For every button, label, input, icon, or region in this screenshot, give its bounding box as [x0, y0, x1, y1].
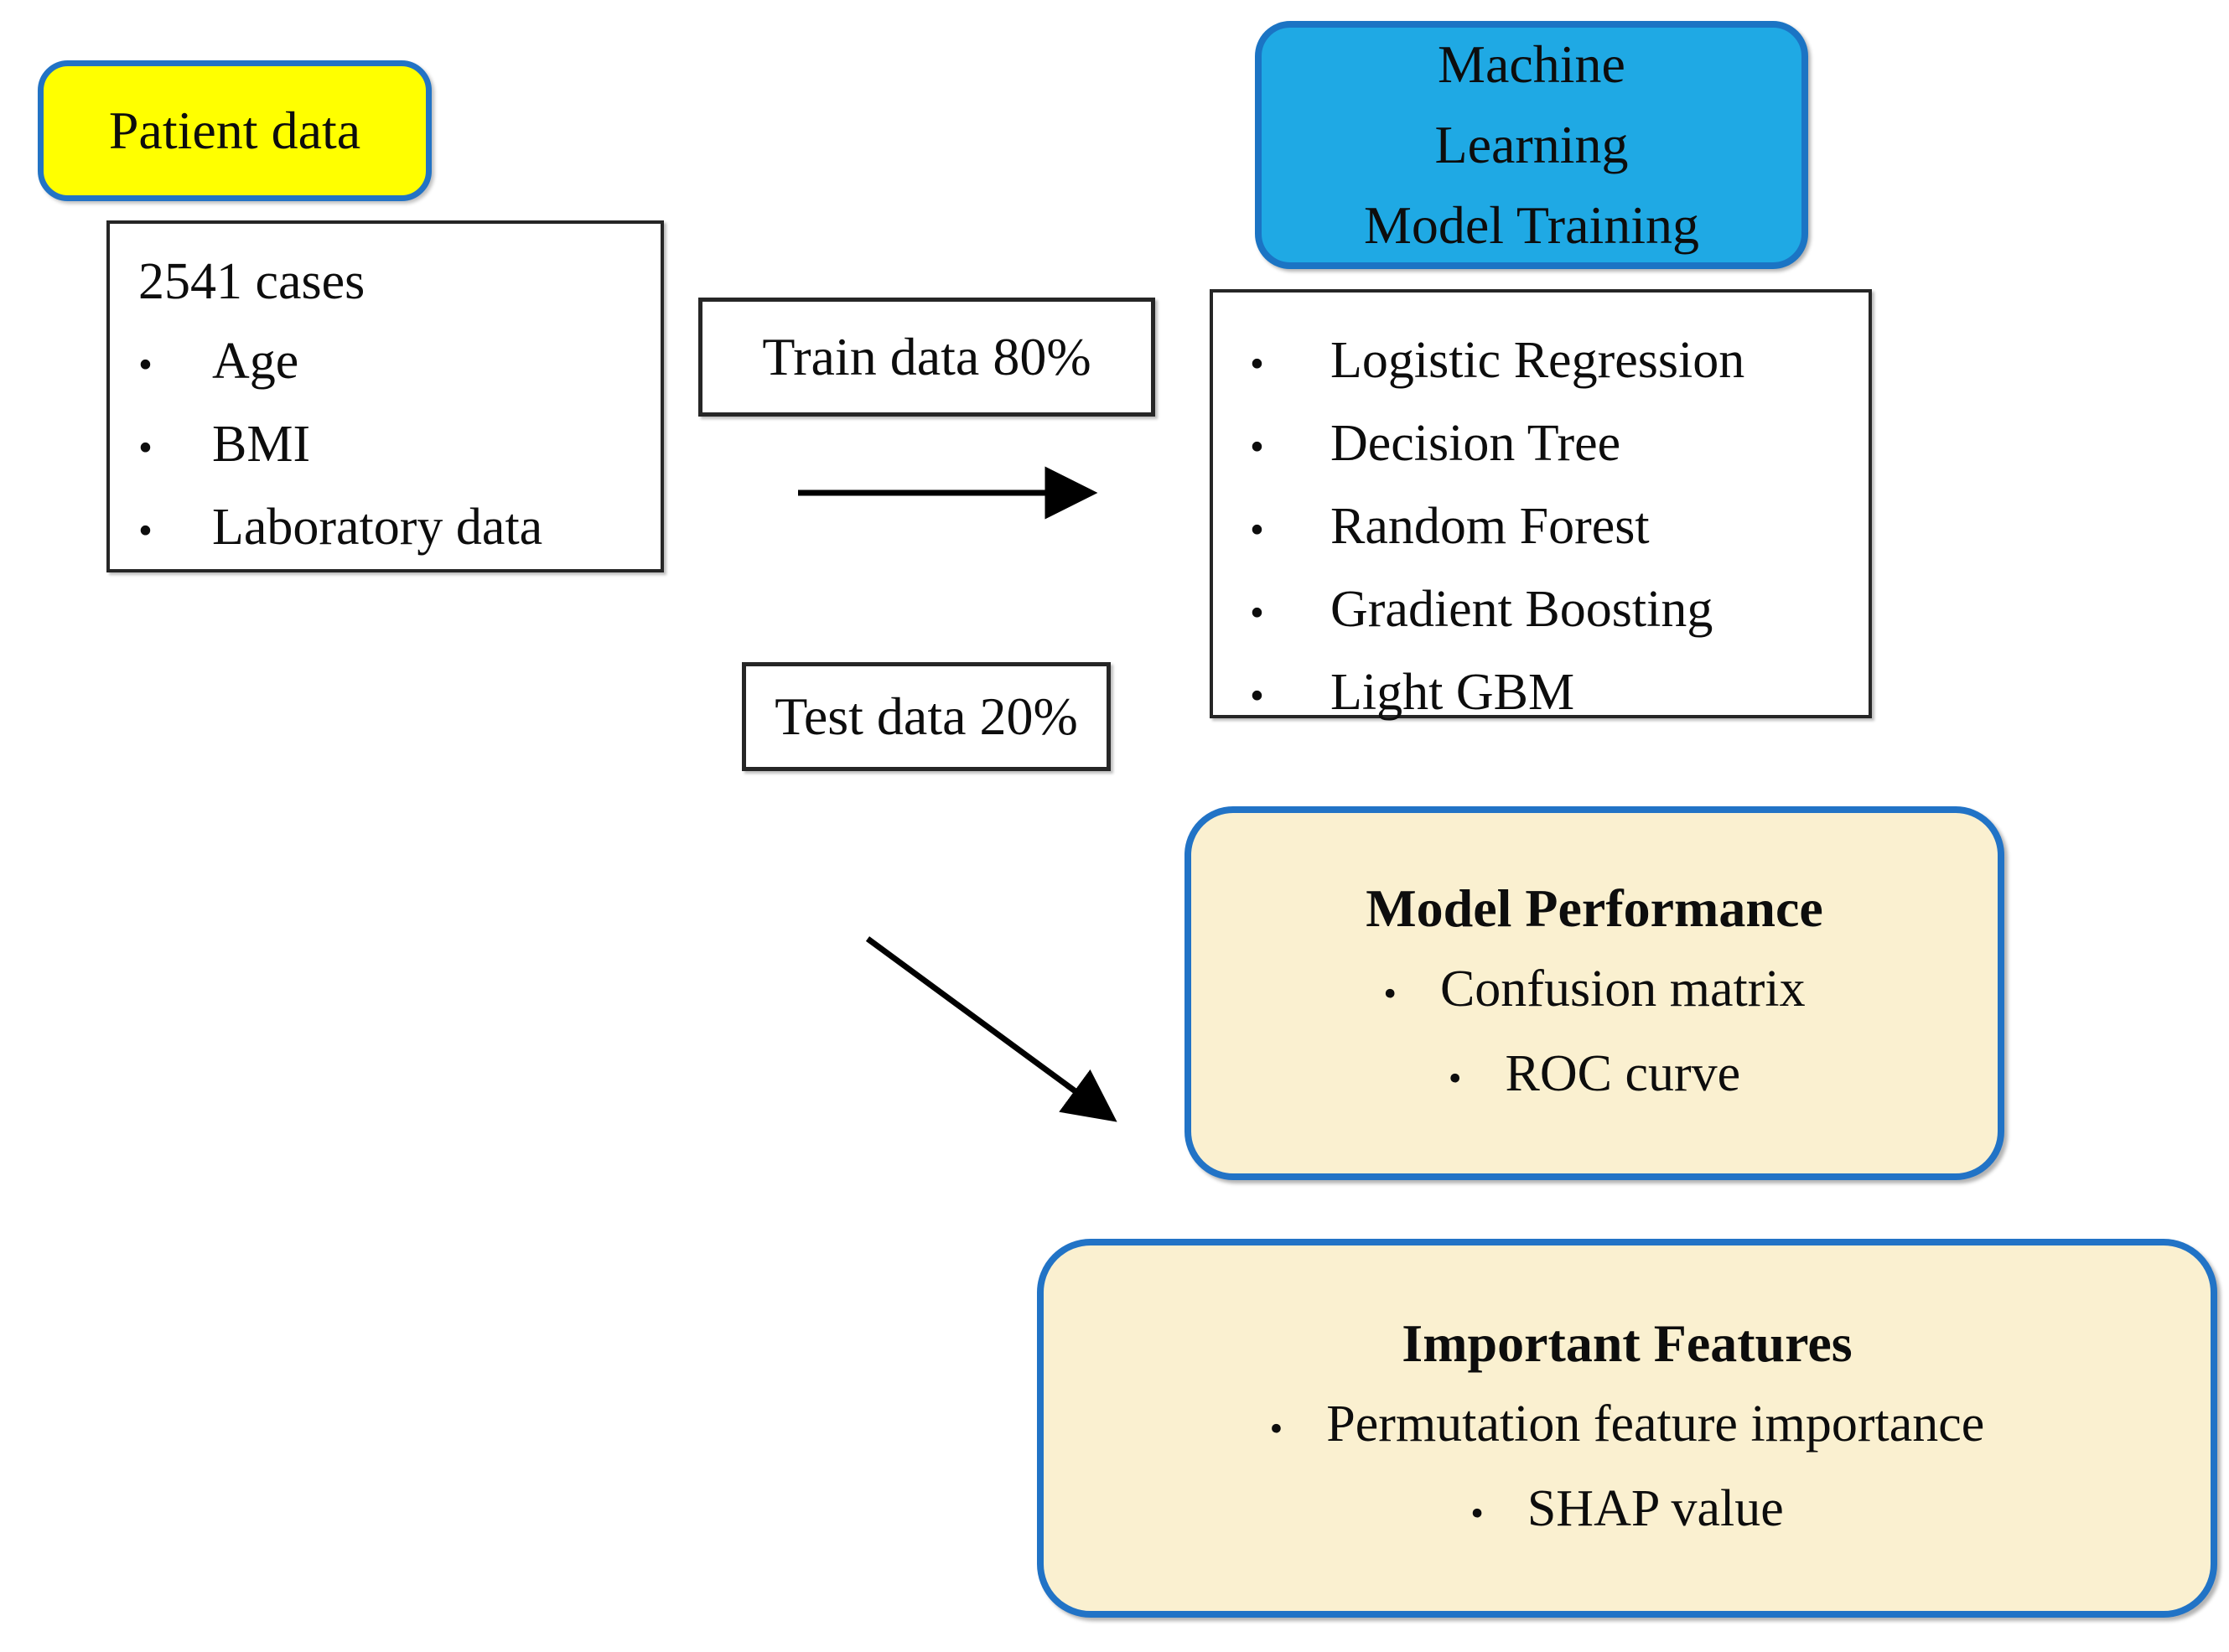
bullet-icon: •	[1269, 1407, 1283, 1449]
list-item: • Logistic Regression	[1250, 321, 1869, 404]
cases-count: 2541 cases	[138, 253, 365, 310]
list-item: • BMI	[138, 405, 652, 488]
important-features-node: Important Features • Permutation feature…	[1037, 1239, 2217, 1618]
ml-training-line: Machine	[1438, 34, 1625, 94]
ml-training-line: Model Training	[1363, 195, 1700, 255]
list-item: • ROC curve	[1449, 1033, 1740, 1118]
list-item: • Gradient Boosting	[1250, 570, 1869, 653]
bullet-icon: •	[138, 426, 153, 470]
feature-permutation-importance: Permutation feature importance	[1326, 1396, 1985, 1453]
performance-confusion-matrix: Confusion matrix	[1439, 961, 1806, 1018]
important-features-title: Important Features	[1402, 1313, 1853, 1373]
ml-model-decision-tree: Decision Tree	[1330, 415, 1621, 472]
performance-roc-curve: ROC curve	[1505, 1045, 1741, 1102]
case-feature-age: Age	[212, 333, 299, 390]
train-split-box: Train data 80%	[698, 298, 1155, 417]
bullet-icon: •	[1250, 425, 1264, 469]
test-split-label: Test data 20%	[775, 686, 1078, 746]
ml-model-light-gbm: Light GBM	[1330, 664, 1575, 721]
model-performance-title: Model Performance	[1366, 878, 1823, 938]
case-feature-laboratory: Laboratory data	[212, 499, 543, 556]
bullet-icon: •	[1250, 591, 1264, 635]
ml-training-node: Machine Learning Model Training	[1255, 21, 1808, 269]
test-flow-arrow	[865, 936, 1117, 1122]
ml-models-box: • Logistic Regression • Decision Tree • …	[1210, 289, 1872, 721]
list-item: • Decision Tree	[1250, 404, 1869, 487]
feature-shap-value: SHAP value	[1527, 1480, 1784, 1537]
patient-cases-box: 2541 cases • Age • BMI • Laboratory data	[106, 220, 664, 572]
list-item: • Permutation feature importance	[1270, 1384, 1985, 1468]
list-item: • Confusion matrix	[1383, 949, 1805, 1033]
bullet-icon: •	[1383, 972, 1397, 1014]
bullet-icon: •	[138, 343, 153, 387]
bullet-icon: •	[1470, 1492, 1484, 1534]
bullet-icon: •	[1448, 1057, 1462, 1099]
list-item: • Light GBM	[1250, 653, 1869, 736]
model-performance-node: Model Performance • Confusion matrix • R…	[1184, 806, 2004, 1180]
patient-data-label: Patient data	[108, 101, 361, 160]
ml-model-random-forest: Random Forest	[1330, 498, 1650, 555]
ml-model-logistic-regression: Logistic Regression	[1330, 332, 1745, 389]
bullet-icon: •	[1250, 342, 1264, 386]
list-item: • Laboratory data	[138, 488, 652, 571]
bullet-icon: •	[1250, 674, 1264, 718]
ml-training-line: Learning	[1434, 115, 1629, 174]
case-feature-bmi: BMI	[212, 416, 311, 473]
patient-data-node: Patient data	[38, 60, 432, 201]
list-item: • Age	[138, 322, 652, 405]
bullet-icon: •	[138, 509, 153, 553]
ml-model-gradient-boosting: Gradient Boosting	[1330, 581, 1713, 638]
train-split-label: Train data 80%	[762, 327, 1091, 386]
bullet-icon: •	[1250, 508, 1264, 552]
test-split-box: Test data 20%	[742, 662, 1111, 771]
list-item: • Random Forest	[1250, 487, 1869, 570]
list-item: • SHAP value	[1470, 1468, 1784, 1553]
